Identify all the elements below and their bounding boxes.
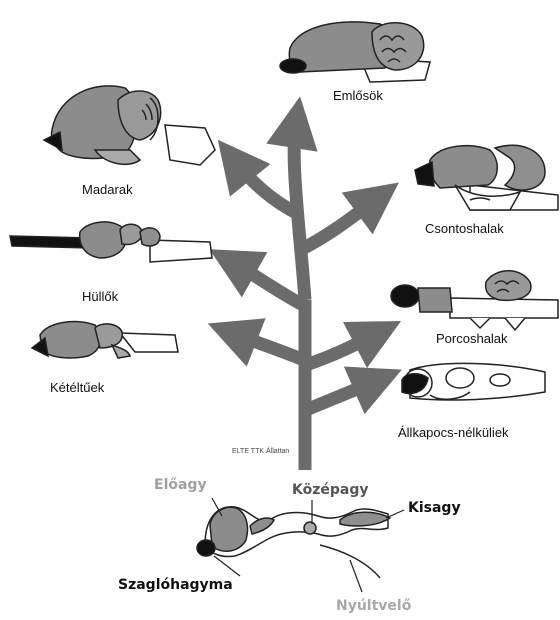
label-szaglohagyma: Szaglóhagyma [118,577,233,593]
label-csontoshalak: Csontoshalak [425,221,504,236]
amphibian-brain [32,322,178,358]
schematic-brain [197,507,390,578]
label-eloagy: Előagy [154,477,207,493]
jawless-brain [402,363,545,400]
label-kozepagy: Középagy [292,482,368,498]
branch-cartilaginous-fish [306,333,378,365]
label-allkapocs-nelkuliek: Állkapocs-nélküliek [398,425,509,440]
evolution-tree [232,122,378,470]
branch-reptiles [232,262,303,305]
label-keteltuek: Kétéltűek [50,380,104,395]
branch-amphibians [232,333,304,360]
label-madarak: Madarak [82,182,133,197]
label-porcoshalak: Porcoshalak [436,331,508,346]
label-nyultvelo: Nyúltvelő [336,598,411,614]
label-emlosok: Emlősök [333,88,383,103]
cartilaginous-fish-brain [391,271,558,330]
label-hullok: Hüllők [82,289,118,304]
image-credit: ELTE TTK Állattan [232,448,289,455]
bony-fish-brain [415,145,558,210]
bird-brain [44,86,215,165]
branch-bony-fish [300,198,378,250]
label-kisagy: Kisagy [408,500,461,516]
mammal-brain [280,22,430,82]
reptile-brain [10,222,212,262]
branch-jawless [306,380,378,410]
